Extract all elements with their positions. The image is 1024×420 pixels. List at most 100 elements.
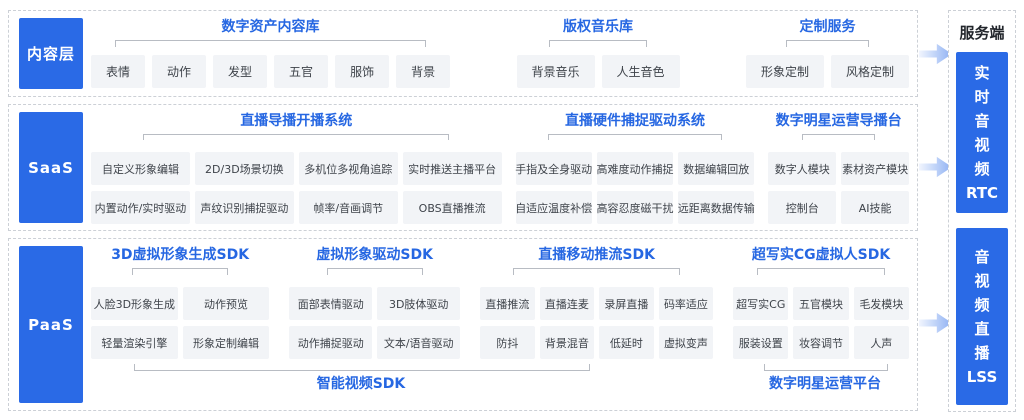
group-title: 直播移动推流SDK <box>538 247 655 263</box>
capability-item: 人声 <box>853 326 909 359</box>
bracket-line <box>512 268 681 275</box>
items-row: 人脸3D形象生成 动作预览 <box>91 287 270 320</box>
group-title: 定制服务 <box>799 19 856 35</box>
items-row: 轻量渲染引擎 形象定制编辑 <box>91 326 270 359</box>
server-side-panel: 服务端 实 时 音 视 频 RTC 音 视 频 直 播 LSS <box>948 10 1016 412</box>
bracket-line <box>131 268 229 275</box>
group-title: 超写实CG虚拟人SDK <box>751 247 891 263</box>
group-title: 数字资产内容库 <box>221 19 320 35</box>
layer-row-paas: PaaS 3D虚拟形象生成SDK 人脸3D形象生成 动作预览 轻量渲染引擎 形象… <box>8 238 918 411</box>
capability-item: 低延时 <box>599 326 654 359</box>
capability-item: 形象定制 <box>745 55 824 88</box>
items-row: 形象定制 风格定制 <box>745 55 909 88</box>
group-title: 数字明星运营导播台 <box>775 113 902 129</box>
bottom-label-digital-star-platform: 数字明星运营平台 <box>769 376 881 392</box>
capability-item: 妆容调节 <box>793 326 849 359</box>
capability-item: 帧率/音画调节 <box>298 191 398 224</box>
service-box-rtc: 实 时 音 视 频 RTC <box>956 52 1008 214</box>
capability-item: 五官 <box>274 55 329 88</box>
group-custom-service: 定制服务 形象定制 风格定制 <box>745 17 909 90</box>
items-row: 自适应温度补偿 高容忍度磁干扰 远距离数据传输 <box>515 191 755 224</box>
capability-item: 服装设置 <box>733 326 789 359</box>
bracket-line <box>115 40 426 47</box>
capability-item: 虚拟变声 <box>658 326 714 359</box>
layer-label-content: 内容层 <box>19 18 83 89</box>
capability-item: 直播连麦 <box>539 287 595 320</box>
bracket-line <box>547 134 722 140</box>
capability-item: 自适应温度补偿 <box>515 191 592 224</box>
service-box-lss: 音 视 频 直 播 LSS <box>956 228 1008 405</box>
layer-content-area: 数字资产内容库 表情 动作 发型 五官 服饰 背景 版权音乐库 背景音乐 人生音… <box>91 17 909 90</box>
capability-item: 面部表情驱动 <box>289 287 373 320</box>
capability-item: 文本/语音驱动 <box>377 326 461 359</box>
capability-item: AI技能 <box>841 191 909 224</box>
capability-item: 形象定制编辑 <box>182 326 270 359</box>
bracket-line <box>756 268 886 275</box>
capability-item: OBS直播推流 <box>402 191 502 224</box>
group-title: 3D虚拟形象生成SDK <box>111 247 250 263</box>
capability-item: 录屏直播 <box>599 287 654 320</box>
capability-item: 素材资产模块 <box>841 152 909 185</box>
bracket-line <box>143 134 450 140</box>
bracket-line <box>764 364 888 371</box>
capability-item: 动作预览 <box>182 287 270 320</box>
capability-item: 防抖 <box>480 326 535 359</box>
group-title: 虚拟形象驱动SDK <box>316 247 433 263</box>
capability-item: 多机位多视角追踪 <box>298 152 398 185</box>
items-row: 服装设置 妆容调节 人声 <box>733 326 909 359</box>
capability-item: 2D/3D场景切换 <box>194 152 294 185</box>
items-row: 表情 动作 发型 五官 服饰 背景 <box>91 55 451 88</box>
bracket-line <box>134 364 590 371</box>
capability-item: 发型 <box>213 55 268 88</box>
layer-label-saas: SaaS <box>19 112 83 223</box>
items-row: 背景音乐 人生音色 <box>516 55 680 88</box>
capability-item: 远距离数据传输 <box>678 191 755 224</box>
group-3d-avatar-sdk: 3D虚拟形象生成SDK 人脸3D形象生成 动作预览 轻量渲染引擎 形象定制编辑 <box>91 245 270 404</box>
capability-item: 动作捕捉驱动 <box>289 326 373 359</box>
group-hardware-capture-system: 直播硬件捕捉驱动系统 手指及全身驱动 高难度动作捕捉 数据编辑回放 自适应温度补… <box>515 111 755 224</box>
items-row: 直播推流 直播连麦 录屏直播 码率适应 <box>480 287 714 320</box>
group-digital-star-console: 数字明星运营导播台 数字人模块 素材资产模块 控制台 AI技能 <box>768 111 909 224</box>
capability-item: 背景混音 <box>539 326 595 359</box>
capability-item: 背景音乐 <box>516 55 595 88</box>
items-row: 控制台 AI技能 <box>768 191 909 224</box>
capability-item: 数据编辑回放 <box>678 152 755 185</box>
items-row: 手指及全身驱动 高难度动作捕捉 数据编辑回放 <box>515 152 755 185</box>
server-panel-title: 服务端 <box>959 24 1005 42</box>
bracket-line <box>802 134 875 140</box>
items-row: 内置动作/实时驱动 声纹识别捕捉驱动 帧率/音画调节 OBS直播推流 <box>91 191 502 224</box>
capability-item: 人脸3D形象生成 <box>91 287 178 320</box>
capability-item: 高难度动作捕捉 <box>596 152 673 185</box>
capability-item: 风格定制 <box>830 55 909 88</box>
group-title: 直播硬件捕捉驱动系统 <box>564 113 705 129</box>
layer-content-area: 3D虚拟形象生成SDK 人脸3D形象生成 动作预览 轻量渲染引擎 形象定制编辑 … <box>91 245 909 404</box>
capability-item: 手指及全身驱动 <box>515 152 592 185</box>
capability-item: 实时推送主播平台 <box>402 152 502 185</box>
capability-item: 表情 <box>91 55 146 88</box>
group-mobile-push-sdk: 直播移动推流SDK 直播推流 直播连麦 录屏直播 码率适应 防抖 背景混音 低延… <box>480 245 714 404</box>
group-live-directing-system: 直播导播开播系统 自定义形象编辑 2D/3D场景切换 多机位多视角追踪 实时推送… <box>91 111 502 224</box>
layer-row-saas: SaaS 直播导播开播系统 自定义形象编辑 2D/3D场景切换 多机位多视角追踪… <box>8 104 918 231</box>
capability-item: 数字人模块 <box>768 152 837 185</box>
items-row: 动作捕捉驱动 文本/语音驱动 <box>289 326 461 359</box>
capability-item: 自定义形象编辑 <box>91 152 190 185</box>
capability-item: 人生音色 <box>601 55 680 88</box>
capability-item: 五官模块 <box>793 287 849 320</box>
layer-content-area: 直播导播开播系统 自定义形象编辑 2D/3D场景切换 多机位多视角追踪 实时推送… <box>91 111 909 224</box>
capability-item: 超写实CG <box>733 287 789 320</box>
capability-item: 声纹识别捕捉驱动 <box>194 191 294 224</box>
bracket-line <box>548 40 648 47</box>
capability-item: 毛发模块 <box>853 287 909 320</box>
bottom-label-smart-video-sdk: 智能视频SDK <box>316 376 406 392</box>
items-row: 防抖 背景混音 低延时 虚拟变声 <box>480 326 714 359</box>
capability-item: 服饰 <box>335 55 390 88</box>
layer-row-content: 内容层 数字资产内容库 表情 动作 发型 五官 服饰 背景 版权音乐库 背景音乐 <box>8 10 918 97</box>
group-avatar-drive-sdk: 虚拟形象驱动SDK 面部表情驱动 3D肢体驱动 动作捕捉驱动 文本/语音驱动 <box>289 245 461 404</box>
group-digital-asset-library: 数字资产内容库 表情 动作 发型 五官 服饰 背景 <box>91 17 451 90</box>
group-title: 直播导播开播系统 <box>240 113 353 129</box>
bracket-line <box>326 268 423 275</box>
group-cg-human-sdk: 超写实CG虚拟人SDK 超写实CG 五官模块 毛发模块 服装设置 妆容调节 人声 <box>733 245 909 404</box>
group-title: 版权音乐库 <box>563 19 634 35</box>
items-row: 自定义形象编辑 2D/3D场景切换 多机位多视角追踪 实时推送主播平台 <box>91 152 502 185</box>
